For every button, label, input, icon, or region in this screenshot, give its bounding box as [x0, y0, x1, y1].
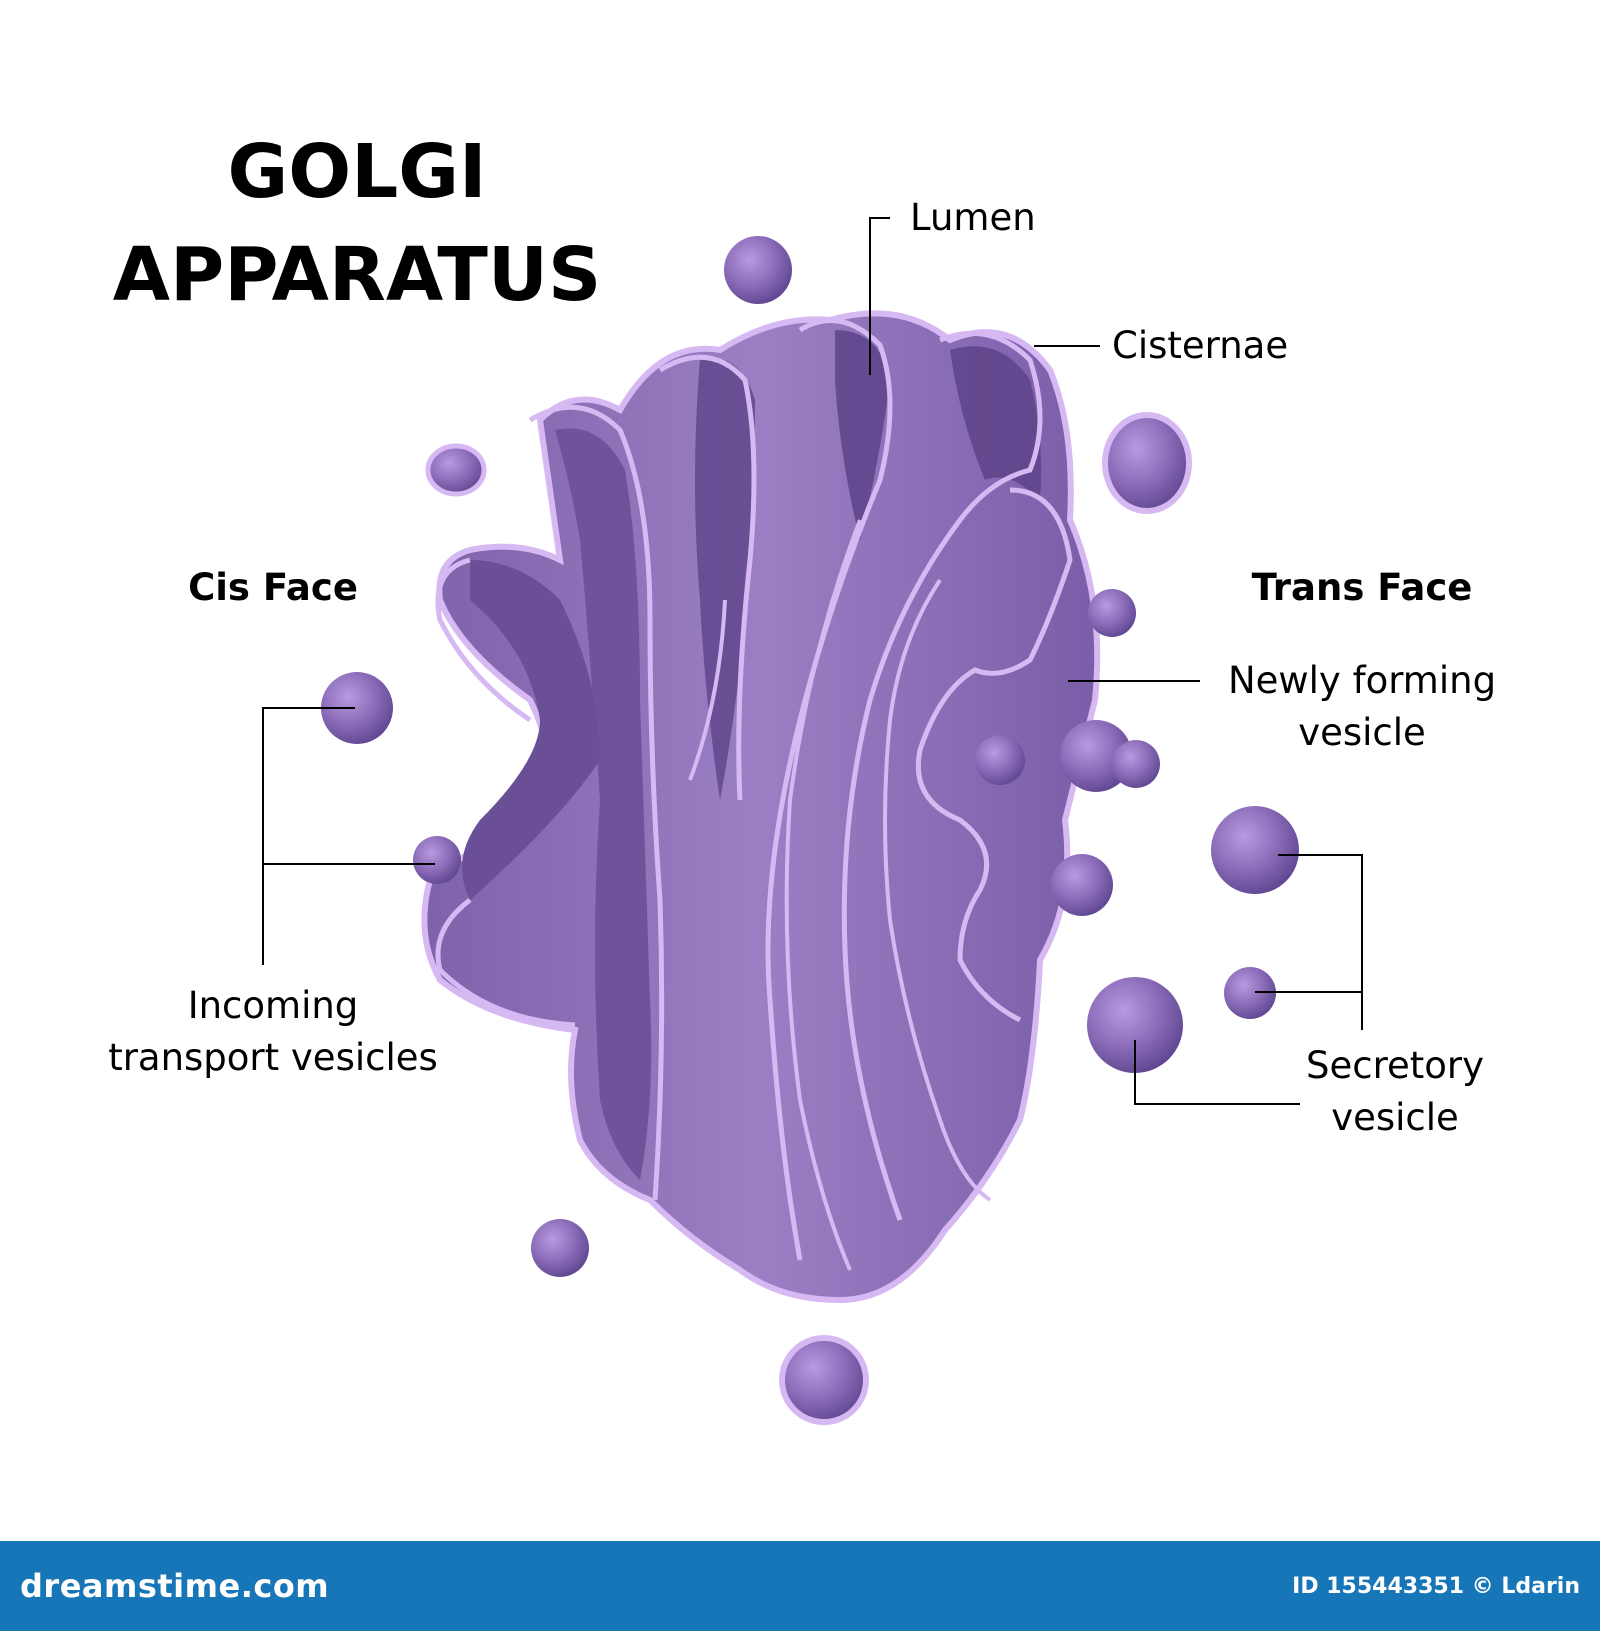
label-secretory-2: vesicle	[1331, 1096, 1459, 1139]
vesicle-bottom-open	[779, 1335, 869, 1425]
budding-vesicle-4	[1112, 740, 1160, 788]
budding-vesicle-2	[975, 735, 1025, 785]
label-newly-forming-2: vesicle	[1298, 711, 1426, 754]
label-trans-face: Trans Face	[1252, 566, 1473, 609]
label-newly-forming-1: Newly forming	[1228, 659, 1496, 702]
budding-vesicle-5	[1051, 854, 1113, 916]
secretory-vesicle-1	[1211, 806, 1299, 894]
label-cisternae: Cisternae	[1112, 324, 1288, 367]
title-line-1: GOLGI	[227, 129, 486, 215]
incoming-vesicle-2	[413, 836, 461, 884]
secretory-vesicle-2	[1224, 967, 1276, 1019]
label-secretory-1: Secretory	[1306, 1044, 1484, 1087]
footer-brand[interactable]: dreamstime.com	[20, 1567, 330, 1605]
incoming-vesicle-1	[321, 672, 393, 744]
budding-vesicle-3	[1060, 720, 1132, 792]
label-incoming-1: Incoming	[188, 984, 359, 1027]
title-line-2: APPARATUS	[113, 232, 602, 318]
label-incoming-2: transport vesicles	[108, 1036, 438, 1079]
vesicle-left-small	[425, 443, 487, 497]
label-lumen: Lumen	[910, 196, 1036, 239]
secretory-vesicle-3	[1087, 977, 1183, 1073]
footer-image-id: ID 155443351 © Ldarin	[1292, 1573, 1580, 1599]
footer-bar: dreamstime.com ID 155443351 © Ldarin	[0, 1541, 1600, 1631]
leader-lines	[262, 217, 1363, 1105]
budding-vesicle-1	[1088, 589, 1136, 637]
vesicle-bottom-left	[531, 1219, 589, 1277]
label-cis-face: Cis Face	[188, 566, 358, 609]
vesicle-right-open	[1102, 412, 1192, 514]
golgi-body	[421, 310, 1101, 1304]
vesicles	[321, 236, 1299, 1425]
vesicle-top	[724, 236, 792, 304]
